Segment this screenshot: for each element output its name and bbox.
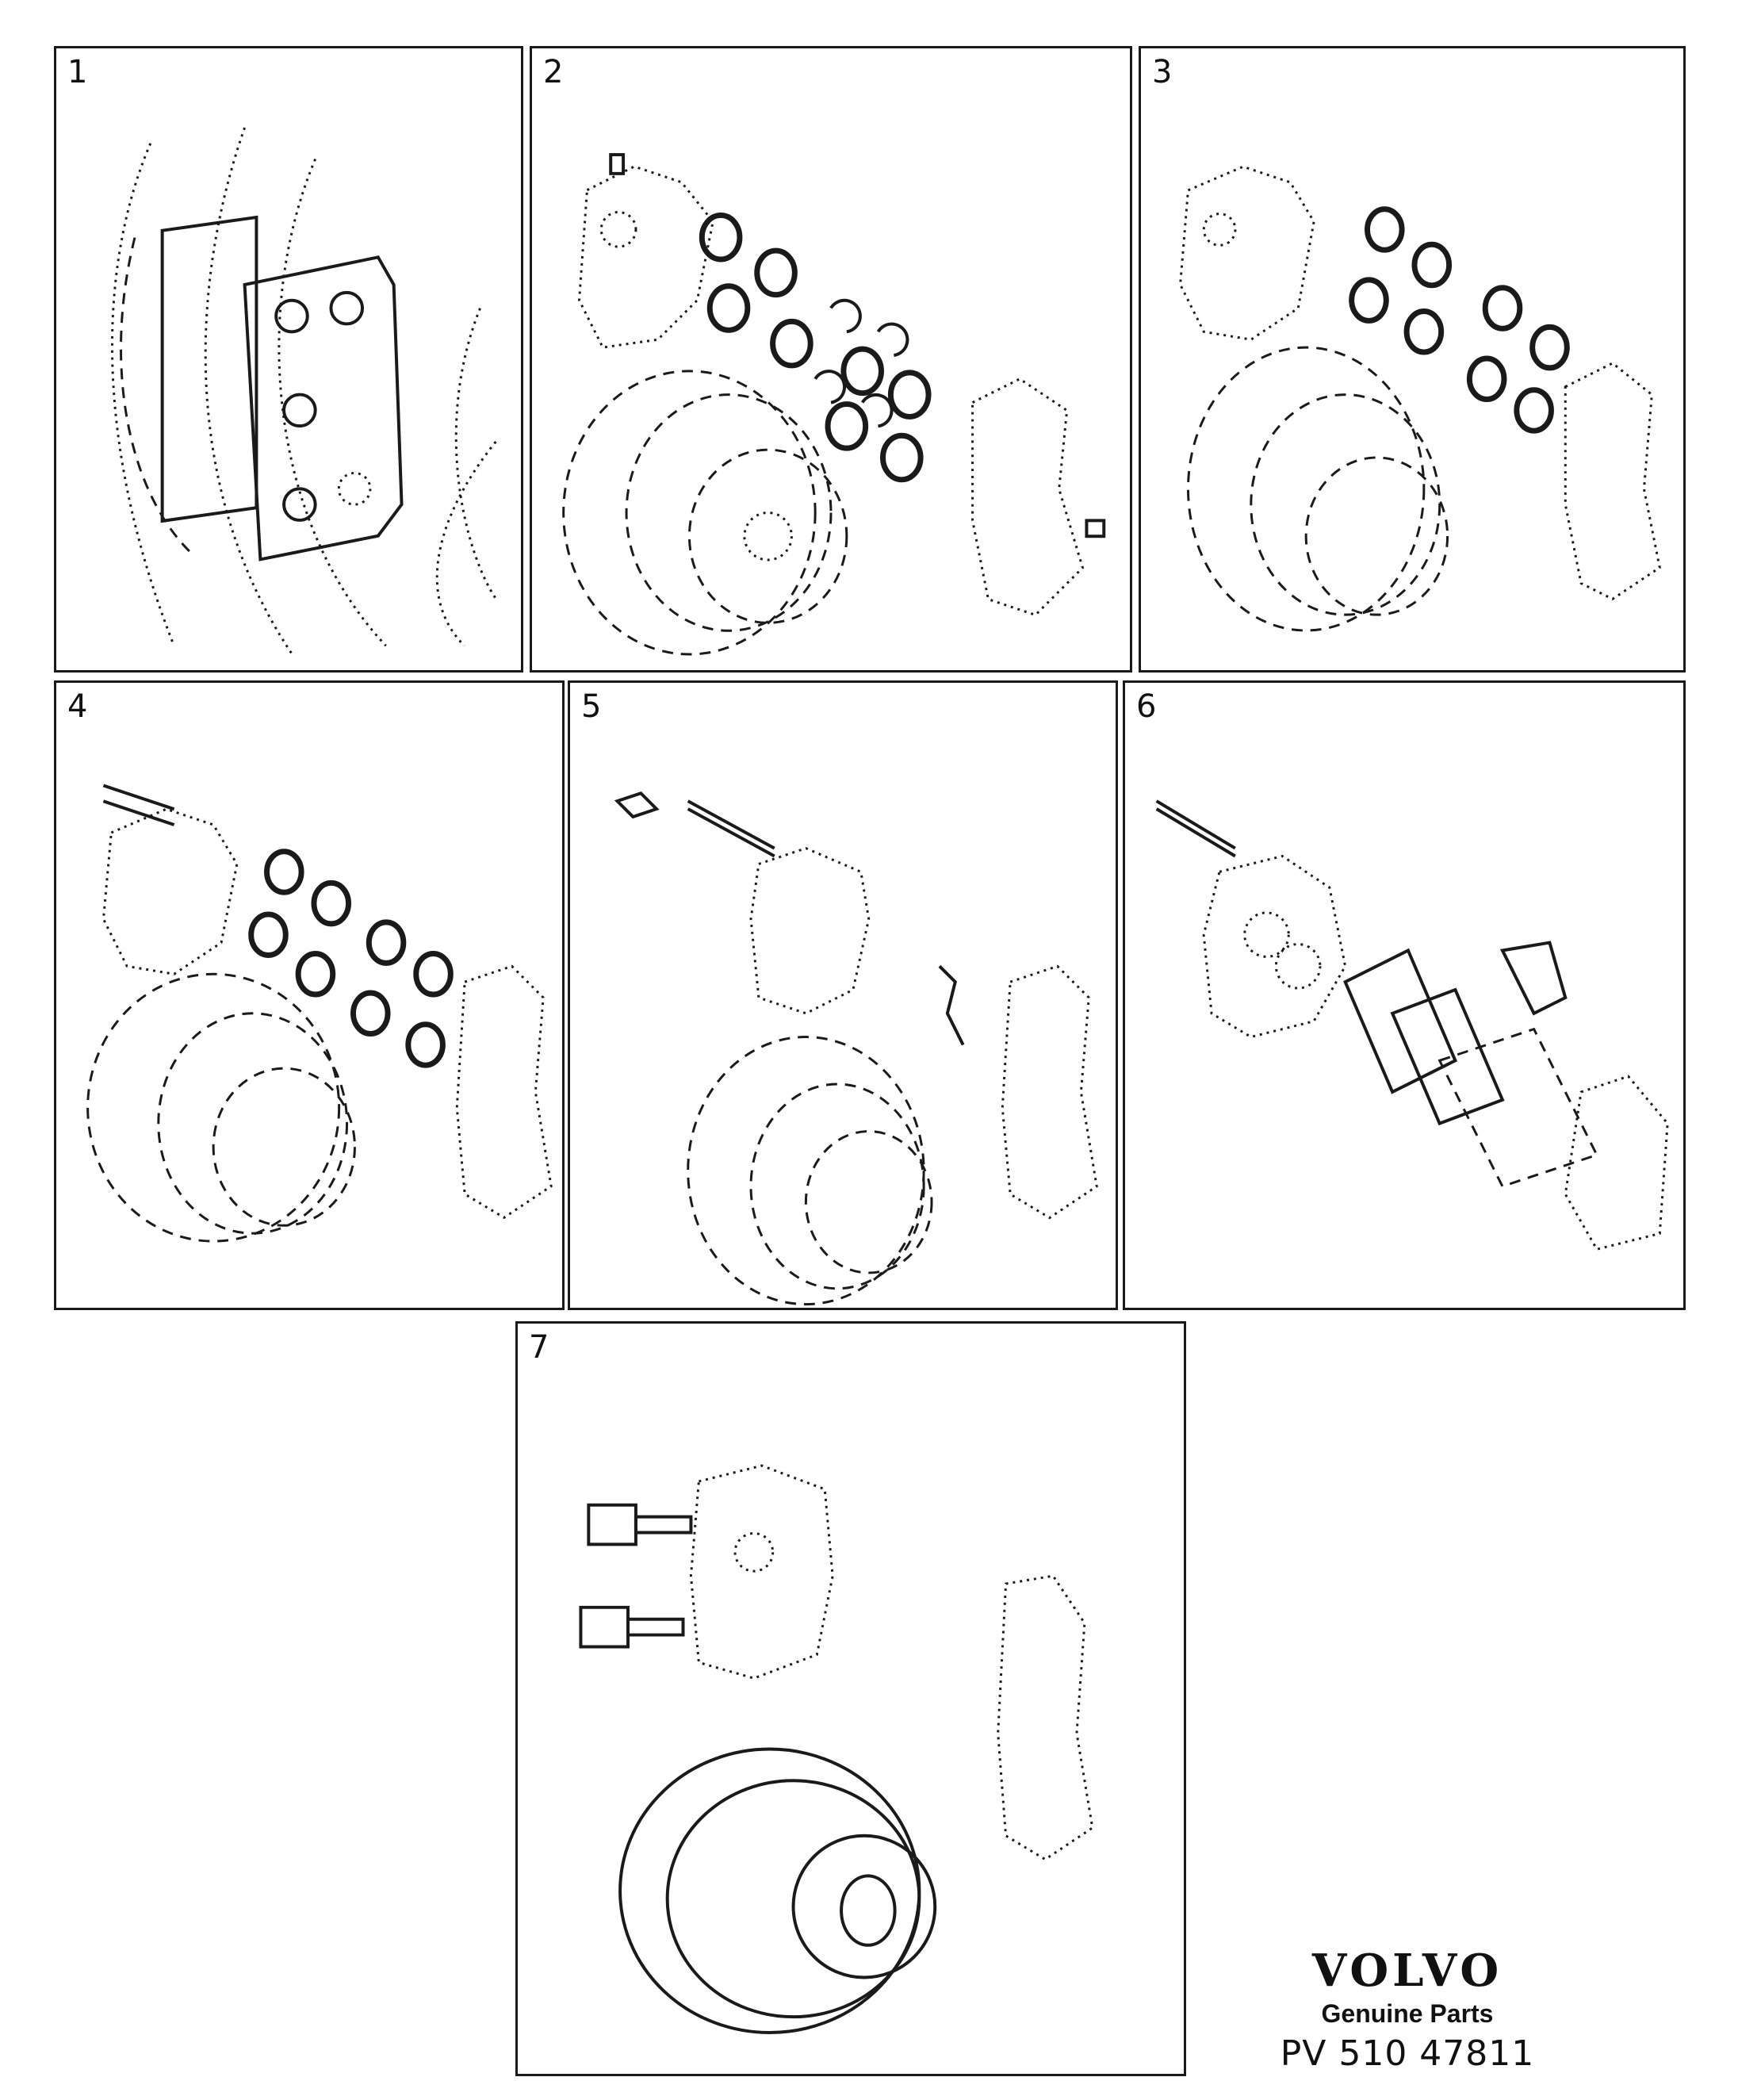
panel-number: 1 xyxy=(67,54,88,90)
diagram-panel-7: 7 xyxy=(515,1321,1186,2076)
diagram-panel-1: 1 xyxy=(54,46,523,673)
diagram-panel-4: 4 xyxy=(54,680,565,1310)
diagram-panel-5: 5 xyxy=(568,680,1118,1310)
panel-number: 6 xyxy=(1136,688,1157,725)
brake-disc-bolts-illustration xyxy=(579,1464,1094,2034)
retaining-pins-clip-illustration xyxy=(614,791,1098,1306)
panel-number: 5 xyxy=(581,688,602,725)
brake-pad-illustration xyxy=(111,127,497,655)
diagram-panel-6: 6 xyxy=(1123,680,1686,1310)
part-code: PV 510 47811 xyxy=(1280,2033,1535,2074)
volvo-branding: VOLVO Genuine Parts PV 510 47811 xyxy=(1237,1945,1578,2074)
panel-number: 3 xyxy=(1152,54,1173,90)
genuine-parts-label: Genuine Parts xyxy=(1321,1998,1494,2028)
caliper-seal-kit-variant-illustration xyxy=(1179,165,1661,632)
caliper-pad-spring-illustration xyxy=(1155,799,1669,1251)
volvo-logo: VOLVO xyxy=(1311,1945,1503,1997)
panel-number: 7 xyxy=(529,1329,549,1366)
caliper-seal-kit-illustration xyxy=(562,153,1106,656)
panel-number: 4 xyxy=(67,688,88,725)
diagram-panel-2: 2 xyxy=(530,46,1132,673)
diagram-panel-3: 3 xyxy=(1139,46,1686,673)
panel-number: 2 xyxy=(543,54,564,90)
seal-kit-retaining-pins-illustration xyxy=(86,784,553,1243)
